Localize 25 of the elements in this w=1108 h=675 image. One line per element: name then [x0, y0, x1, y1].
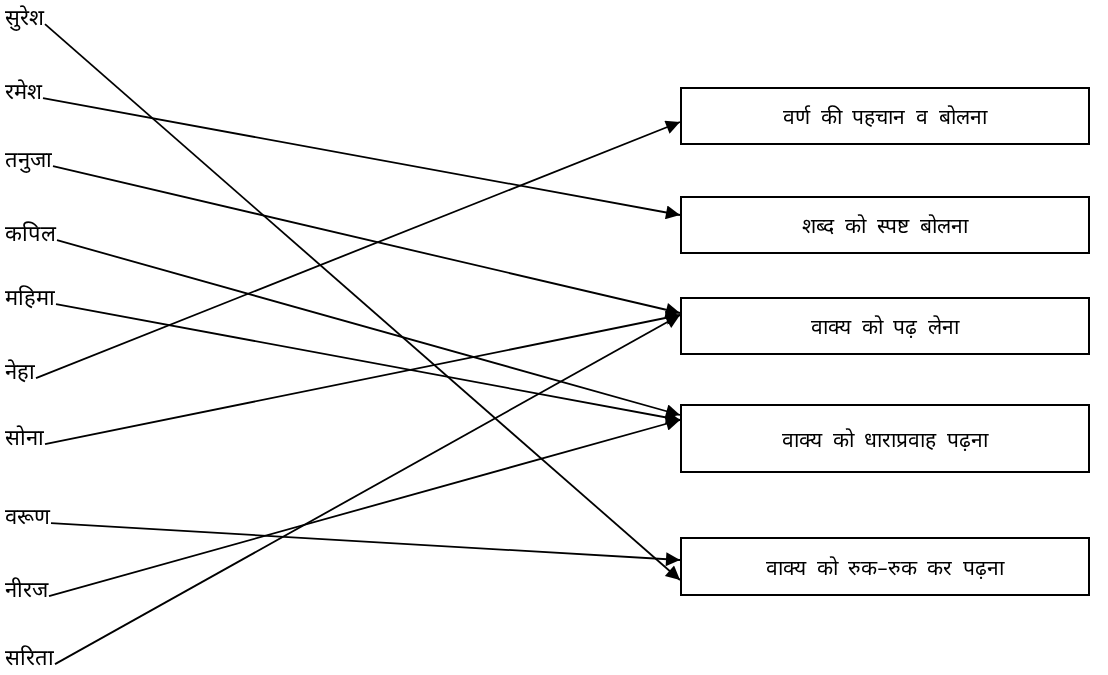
name-label: तनुजा — [5, 146, 52, 174]
arrow — [56, 239, 681, 418]
skill-box: वाक्य को पढ़ लेना — [680, 297, 1090, 355]
arrow — [54, 314, 681, 666]
skill-box: शब्द को स्पष्ट बोलना — [680, 196, 1090, 254]
name-label: सरिता — [5, 644, 54, 672]
name-label: नेहा — [5, 358, 35, 386]
arrow — [55, 303, 681, 425]
name-label: वरूण — [5, 503, 50, 531]
skill-box: वाक्य को धाराप्रवाह पढ़ना — [680, 404, 1090, 473]
name-label: महिमा — [5, 284, 55, 312]
name-label: रमेश — [5, 78, 42, 106]
arrow — [42, 97, 681, 220]
name-label: नीरज — [5, 576, 48, 604]
name-label: कपिल — [5, 220, 56, 248]
arrow — [35, 120, 681, 380]
skill-box: वाक्य को रुक–रुक कर पढ़ना — [680, 537, 1090, 596]
arrow — [44, 310, 681, 446]
name-label: सोना — [5, 424, 44, 452]
arrow — [52, 165, 681, 317]
name-label: सुरेश — [5, 4, 44, 32]
arrow — [50, 522, 681, 567]
skill-box: वर्ण की पहचान व बोलना — [680, 87, 1090, 145]
arrow — [44, 23, 681, 581]
arrow — [48, 417, 681, 598]
